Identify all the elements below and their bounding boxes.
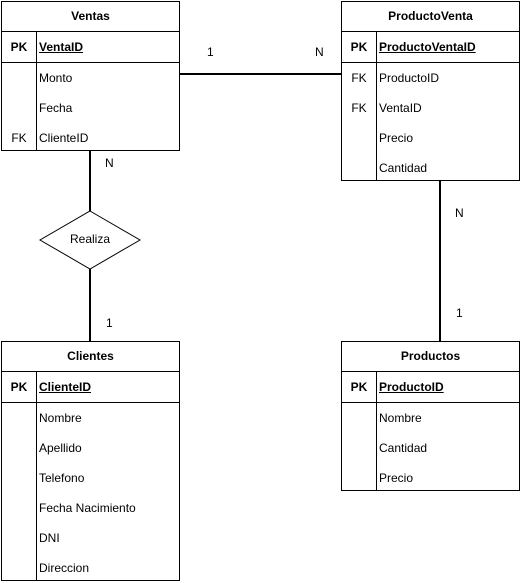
primary-key-row: PK ClienteID: [2, 372, 179, 403]
cardinality-productos-top: 1: [456, 306, 463, 320]
attribute-row: Monto: [2, 63, 179, 93]
key-marker: [2, 403, 36, 433]
entity-title: Productos: [342, 342, 519, 372]
attribute-row: Fecha: [2, 93, 179, 123]
primary-key-row: PK VentaID: [2, 32, 179, 63]
attribute-name: Precio: [379, 131, 414, 145]
cardinality-ventas-bottom: N: [105, 156, 114, 170]
key-marker: [2, 553, 36, 583]
key-marker: FK: [11, 131, 27, 145]
key-marker: [2, 433, 36, 463]
key-marker: [2, 93, 36, 123]
entity-clientes[interactable]: Clientes PK ClienteID Nombre Apellido Te…: [1, 341, 180, 581]
attribute-name: Fecha: [39, 101, 73, 115]
attribute-row: Precio: [342, 123, 519, 153]
entity-ventas[interactable]: Ventas PK VentaID Monto Fecha FK Cliente…: [1, 1, 180, 151]
pk-field: VentaID: [39, 40, 84, 54]
pk-field: ProductoVentaID: [379, 40, 476, 54]
primary-key-row: PK ProductoVentaID: [342, 32, 519, 63]
entity-productoventa[interactable]: ProductoVenta PK ProductoVentaID FK Prod…: [341, 1, 520, 181]
key-marker: [2, 493, 36, 523]
attribute-name: Nombre: [39, 411, 82, 425]
cardinality-ventas-side: 1: [207, 45, 214, 59]
attribute-row: FK ProductoID: [342, 63, 519, 93]
attribute-name: ClienteID: [39, 131, 89, 145]
attribute-row: DNI: [2, 523, 179, 553]
attribute-name: VentaID: [379, 101, 422, 115]
key-column-divider: [376, 372, 377, 490]
entity-title: Ventas: [2, 2, 179, 32]
relationship-diamond: [39, 210, 141, 270]
pk-field: ProductoID: [379, 380, 444, 394]
attribute-row: Nombre: [2, 403, 179, 433]
attribute-row: Telefono: [2, 463, 179, 493]
attribute-name: Nombre: [379, 411, 422, 425]
key-marker: [342, 433, 376, 463]
key-marker: [342, 403, 376, 433]
cardinality-productoventa-side: N: [315, 45, 324, 59]
attribute-name: Monto: [39, 71, 73, 85]
primary-key-row: PK ProductoID: [342, 372, 519, 403]
attribute-row: FK ClienteID: [2, 123, 179, 153]
key-marker: FK: [351, 71, 367, 85]
attribute-row: Cantidad: [342, 433, 519, 463]
key-marker: [342, 463, 376, 493]
key-column-divider: [36, 372, 37, 580]
attribute-row: Fecha Nacimiento: [2, 493, 179, 523]
key-column-divider: [36, 32, 37, 150]
entity-title: ProductoVenta: [342, 2, 519, 32]
attribute-name: ProductoID: [379, 71, 440, 85]
attribute-row: Apellido: [2, 433, 179, 463]
attribute-name: DNI: [39, 531, 60, 545]
attribute-name: Cantidad: [379, 161, 428, 175]
pk-marker: PK: [350, 40, 368, 54]
attribute-row: Precio: [342, 463, 519, 493]
pk-marker: PK: [10, 40, 28, 54]
key-marker: [2, 63, 36, 93]
pk-marker: PK: [350, 380, 368, 394]
pk-field: ClienteID: [39, 380, 92, 394]
cardinality-productoventa-bottom: N: [455, 206, 464, 220]
key-marker: FK: [351, 101, 367, 115]
relationship-label: Realiza: [69, 232, 111, 246]
attribute-name: Apellido: [39, 441, 82, 455]
attribute-name: Cantidad: [379, 441, 428, 455]
pk-marker: PK: [10, 380, 28, 394]
key-marker: [2, 463, 36, 493]
attribute-name: Fecha Nacimiento: [39, 501, 136, 515]
attribute-name: Telefono: [39, 471, 85, 485]
attribute-row: FK VentaID: [342, 93, 519, 123]
cardinality-clientes-top: 1: [106, 316, 113, 330]
attribute-name: Precio: [379, 471, 414, 485]
attribute-row: Nombre: [342, 403, 519, 433]
key-column-divider: [376, 32, 377, 180]
entity-title: Clientes: [2, 342, 179, 372]
attribute-row: Direccion: [2, 553, 179, 583]
attribute-name: Direccion: [39, 561, 90, 575]
entity-productos[interactable]: Productos PK ProductoID Nombre Cantidad …: [341, 341, 520, 491]
key-marker: [342, 123, 376, 153]
key-marker: [342, 153, 376, 183]
attribute-row: Cantidad: [342, 153, 519, 183]
key-marker: [2, 523, 36, 553]
